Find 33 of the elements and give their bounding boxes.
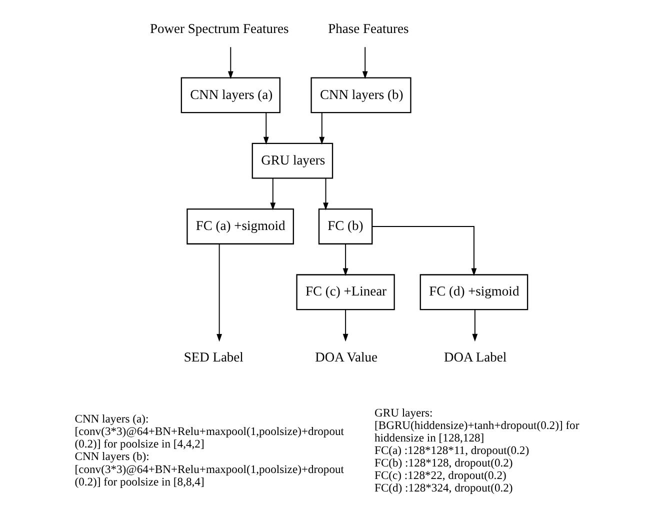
arrow [318,112,324,145]
label: CNN layers (a): [74,412,148,426]
label: [conv(3*3)@64+BN+Relu+maxpool(1,poolsize)+dropout (0.2)] for poolsize in [4,4,2] [74,425,344,451]
arrow [270,178,276,210]
node-text: DOA Value [314,349,378,364]
node-box: GRU layers [251,142,333,179]
arrow [342,309,348,342]
node-box: FC (d) +sigmoid [419,274,528,310]
arrow [342,244,348,276]
label: FC(c) :128*22, dropout(0.2) [374,469,506,482]
label: FC(d) :128*324, dropout(0.2) [374,482,512,495]
label: [conv(3*3)@64+BN+Relu+maxpool(1,poolsize)+dropout (0.2)] for poolsize in [8,8,4] [74,462,344,488]
arrow [322,178,328,210]
node-box: FC (b) [318,208,372,244]
arrow [262,112,268,145]
arrow [371,226,476,276]
label: GRU layers: [374,406,432,420]
node-box: CNN layers (a) [180,77,280,114]
label: FC(b) :128*128, dropout(0.2) [374,456,512,470]
arrow [216,243,222,342]
node-box: CNN layers (b) [310,77,411,114]
node-box: FC (a) +sigmoid [186,208,294,244]
node-text: Power Spectrum Features [150,21,288,36]
arrow [472,309,478,342]
label: [BGRU(hiddensize)+tanh+dropout(0.2)] for hiddensize in [128,128] [374,418,579,444]
label: CNN layers (b): [74,450,149,464]
arrow [362,46,368,79]
arrow [227,46,233,79]
node-box: FC (c) +Linear [296,274,394,310]
label: FC(a) :128*128*11, dropout(0.2) [374,444,529,457]
node-text: Phase Features [328,21,408,36]
node-text: DOA Label [444,349,506,364]
node-text: SED Label [183,349,243,364]
